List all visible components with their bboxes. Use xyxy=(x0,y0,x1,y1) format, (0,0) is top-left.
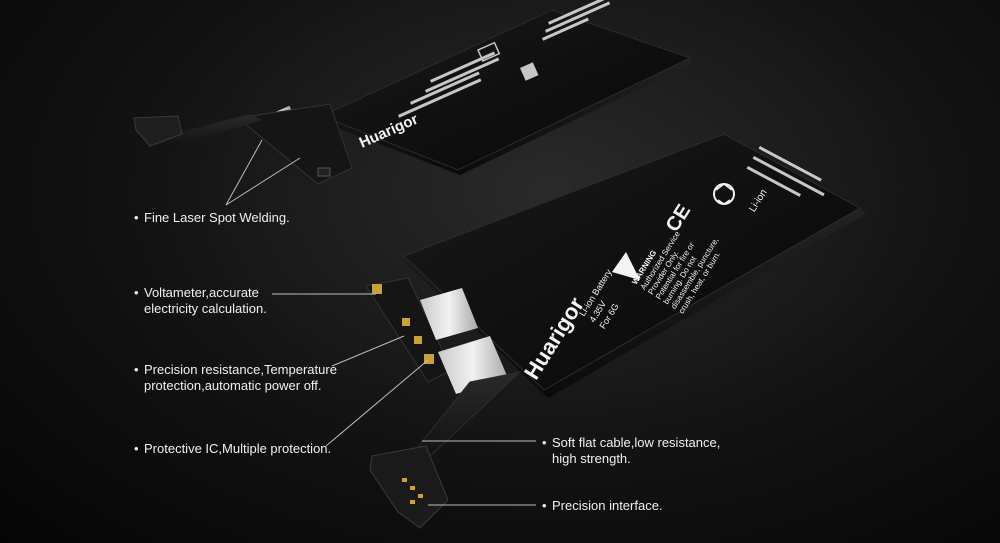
callout-lines xyxy=(225,139,536,506)
callout-protective-ic-text: Protective IC,Multiple protection. xyxy=(144,441,332,456)
callout-flat-cable-line1: Soft flat cable,low resistance, xyxy=(552,435,721,450)
callout-voltameter-line1: Voltameter,accurate xyxy=(144,285,259,300)
resistor-chip xyxy=(402,318,410,326)
bottom-battery-face xyxy=(403,133,862,391)
callout-precision-resistance-line2: protection,automatic power off. xyxy=(144,378,322,393)
top-flex-cable xyxy=(150,114,262,150)
top-pcb xyxy=(236,103,353,185)
voltameter-chip xyxy=(372,284,382,294)
protective-ic-chip xyxy=(424,354,434,364)
bottom-battery: Huarigor Li-ion Battery 4.35V For 6G WAR… xyxy=(365,133,866,529)
top-connector xyxy=(133,115,183,147)
callout-voltameter-line2: electricity calculation. xyxy=(144,301,267,316)
callout-interface-text: Precision interface. xyxy=(552,498,663,513)
callout-voltameter: •Voltameter,accurate electricity calcula… xyxy=(134,285,267,316)
callout-laser-welding: •Fine Laser Spot Welding. xyxy=(134,210,290,225)
callout-protective-ic: •Protective IC,Multiple protection. xyxy=(134,441,332,456)
callout-precision-resistance-line1: Precision resistance,Temperature xyxy=(144,362,337,377)
top-battery: Huarigor xyxy=(133,0,692,185)
bottom-weld-tab-1 xyxy=(420,288,478,340)
interface-connector xyxy=(369,445,449,529)
callout-precision-resistance: •Precision resistance,Temperature protec… xyxy=(134,362,337,393)
callout-interface: •Precision interface. xyxy=(542,498,663,513)
recycle-icon xyxy=(713,183,735,205)
callout-flat-cable-line2: high strength. xyxy=(552,451,631,466)
warning-triangle-icon xyxy=(612,252,640,280)
callout-flat-cable: •Soft flat cable,low resistance, high st… xyxy=(542,435,721,466)
top-battery-face xyxy=(320,9,692,171)
callout-laser-welding-text: Fine Laser Spot Welding. xyxy=(144,210,290,225)
